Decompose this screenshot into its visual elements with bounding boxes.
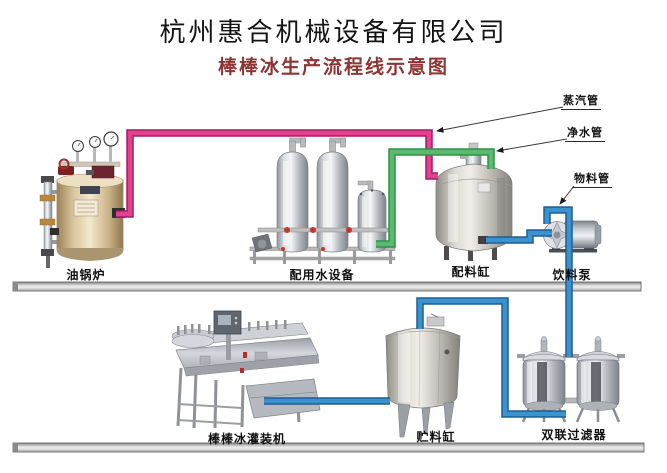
oil-boiler-figure (39, 131, 125, 268)
steam-pipe-label: 蒸汽管 (561, 92, 601, 110)
diagram-title: 棒棒冰生产流程线示意图 (217, 57, 449, 78)
steam-leader-line (436, 106, 564, 133)
steam-pipe (116, 129, 438, 218)
lower-floor-bar (12, 442, 645, 453)
material-pipe-fill-1 (486, 230, 552, 243)
storage-tank-figure (385, 313, 461, 438)
material-leader-line (559, 185, 575, 205)
duplex-filter-figure (515, 335, 627, 424)
callout-leaders (436, 106, 575, 205)
clean-water-pipe-fill (376, 149, 494, 247)
upper-floor-bar (12, 281, 642, 292)
material-pipe-fill-2 (544, 207, 572, 357)
beverage-pump-label: 饮料泵 (552, 268, 592, 282)
popsicle-filling-machine-figure (171, 310, 321, 429)
material-pipe-label: 物料管 (572, 170, 612, 188)
mixing-tank-label: 配料缸 (451, 265, 491, 279)
company-title: 杭州惠合机械设备有限公司 (159, 18, 508, 47)
storage-tank-label: 贮料缸 (416, 430, 456, 444)
clean-water-pipe-label: 净水管 (565, 124, 605, 142)
material-pipe-fill-3 (417, 298, 566, 417)
steam-pipe-fill (116, 130, 438, 217)
clean-water-pipe (376, 148, 495, 248)
clean-water-leader-line (496, 138, 568, 153)
water-treatment-figure (249, 137, 396, 264)
oil-boiler-label: 油锅炉 (66, 268, 106, 282)
water-treatment-label: 配用水设备 (289, 268, 355, 282)
duplex-filter-label: 双联过滤器 (541, 428, 607, 442)
filling-machine-label: 棒棒冰灌装机 (207, 432, 287, 446)
material-pipe (264, 206, 573, 418)
mixing-tank-figure (435, 142, 513, 261)
